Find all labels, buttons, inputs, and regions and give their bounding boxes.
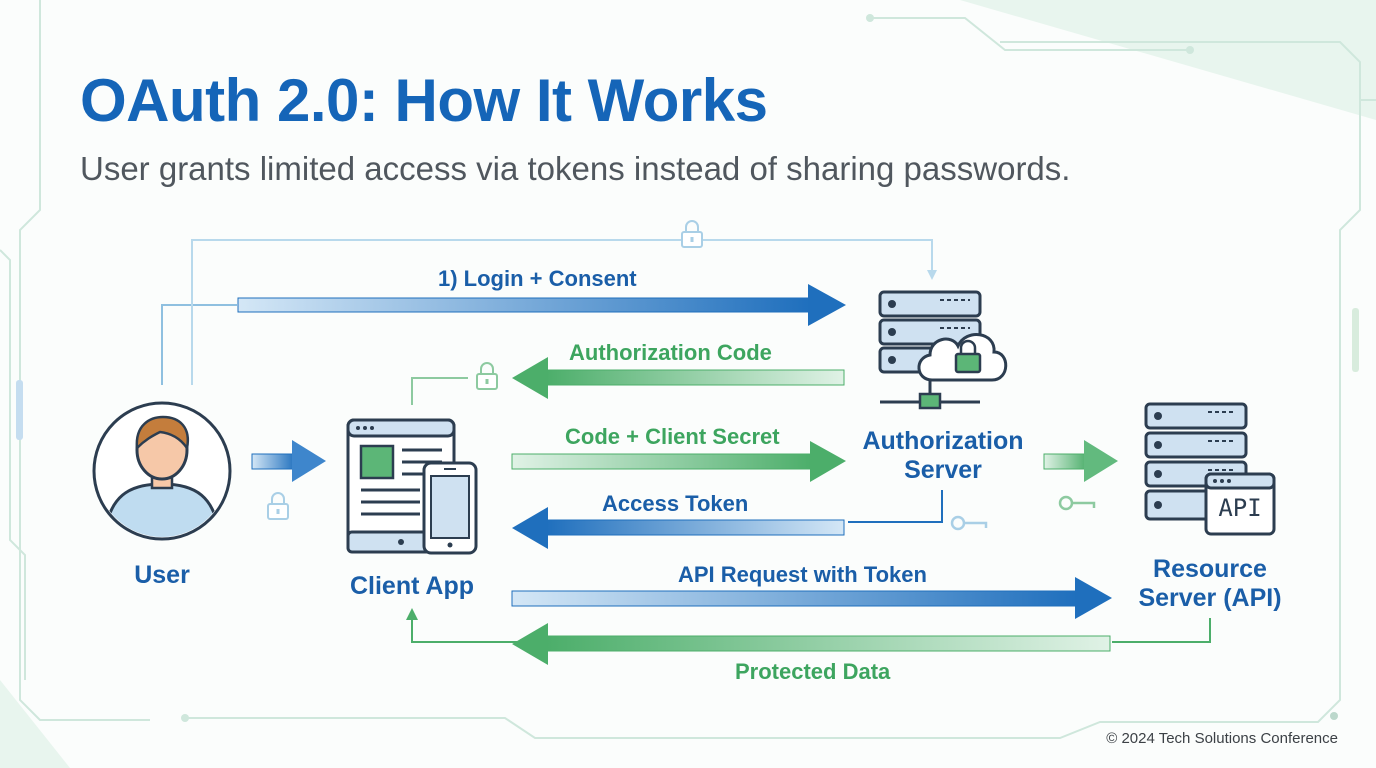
flow-label-code-client-secret: Code + Client Secret [565,424,780,449]
arrow-user-to-client [251,440,326,482]
flow-label-access-token: Access Token [602,491,749,516]
resource-server-icon [1144,402,1276,536]
edge-accent-right [1352,308,1359,372]
page-subtitle: User grants limited access via tokens in… [80,150,1071,187]
user-avatar [92,401,232,541]
arrow-login-consent [237,284,846,326]
footer-copyright: © 2024 Tech Solutions Conference [1106,730,1338,747]
flow-label-api-request: API Request with Token [678,562,927,587]
auth-server-line1: Authorization [862,427,1024,455]
key-icon [1058,495,1096,511]
padlock-icon [476,362,498,390]
node-label-authorization-server: Authorization Server [848,427,1038,485]
arrow-api-request [511,577,1112,619]
arrow-access-token [512,507,845,549]
padlock-icon [681,220,703,248]
page-title: OAuth 2.0: How It Works [80,67,768,134]
arrow-authorization-code [512,357,845,399]
node-label-resource-server: Resource Server (API) [1120,555,1300,613]
flow-label-protected-data: Protected Data [735,659,891,684]
circuit-lines [0,0,1376,739]
padlock-icon [267,492,289,520]
arrow-code-client-secret [511,441,846,482]
arrow-protected-data [512,623,1111,665]
flow-label-login-consent: 1) Login + Consent [438,266,637,291]
edge-accent-left [16,380,23,440]
client-app-icon [346,418,478,555]
flow-label-authorization-code: Authorization Code [569,340,772,365]
auth-server-line2: Server [904,456,982,484]
circuit-nodes [181,14,1338,722]
cloud-lock-icon [917,333,1008,382]
api-badge: API [1218,494,1262,522]
arrow-auth-to-resource [1043,440,1118,482]
resource-server-line1: Resource [1153,555,1267,583]
key-icon [950,515,988,531]
node-label-client-app: Client App [349,572,475,600]
resource-server-line2: Server (API) [1138,584,1282,612]
node-label-user: User [134,561,190,589]
